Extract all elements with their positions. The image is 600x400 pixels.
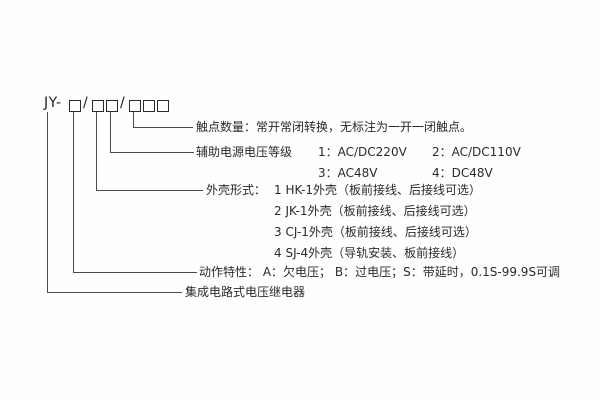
model-separator-1: /: [83, 95, 89, 111]
case-type-option-2: 2 JK-1外壳（板前接线、后接线可选）: [274, 204, 476, 218]
product-name: 集成电路式电压继电器: [185, 285, 306, 299]
case-type-option-1: 1 HK-1外壳（板前接线、后接线可选）: [274, 183, 482, 197]
connector-product-vertical: [47, 112, 48, 292]
model-digit-box-aux-voltage: [106, 100, 118, 112]
model-separator-2: /: [120, 95, 126, 111]
aux-voltage-option-2: 2：AC/DC110V: [432, 145, 521, 159]
aux-voltage-label: 辅助电源电压等级: [196, 145, 293, 159]
connector-case-type-vertical: [96, 112, 97, 190]
model-prefix: JY-: [44, 95, 62, 111]
case-type-label: 外壳形式：: [206, 183, 267, 197]
connector-action-horizontal: [73, 272, 197, 273]
connector-action-vertical: [73, 112, 74, 272]
contacts-note: 触点数量：常开常闭转换，无标注为一开一闭触点。: [196, 120, 473, 134]
aux-voltage-option-1: 1：AC/DC220V: [318, 145, 407, 159]
case-type-option-4: 4 SJ-4外壳（导轨安装、板前接线）: [274, 246, 465, 260]
connector-aux-voltage-vertical: [110, 112, 111, 152]
connector-case-type-horizontal: [96, 190, 203, 191]
model-digit-box-contacts-2: [143, 100, 155, 112]
model-digit-box-contacts-1: [129, 100, 141, 112]
aux-voltage-option-4: 4：DC48V: [432, 166, 493, 180]
connector-product-horizontal: [47, 292, 182, 293]
aux-voltage-option-3: 3：AC48V: [318, 166, 378, 180]
model-digit-box-action: [69, 100, 81, 112]
connector-contacts-horizontal: [133, 127, 193, 128]
model-digit-box-case: [92, 100, 104, 112]
connector-aux-voltage-horizontal: [110, 152, 194, 153]
connector-contacts-vertical: [133, 112, 134, 127]
case-type-option-3: 3 CJ-1外壳（板前接线、后接线可选）: [274, 225, 477, 239]
model-digit-box-contacts-3: [157, 100, 169, 112]
action-characteristic-note: 动作特性： A：欠电压； B：过电压；S：带延时，0.1S-99.9S可调: [199, 265, 561, 279]
